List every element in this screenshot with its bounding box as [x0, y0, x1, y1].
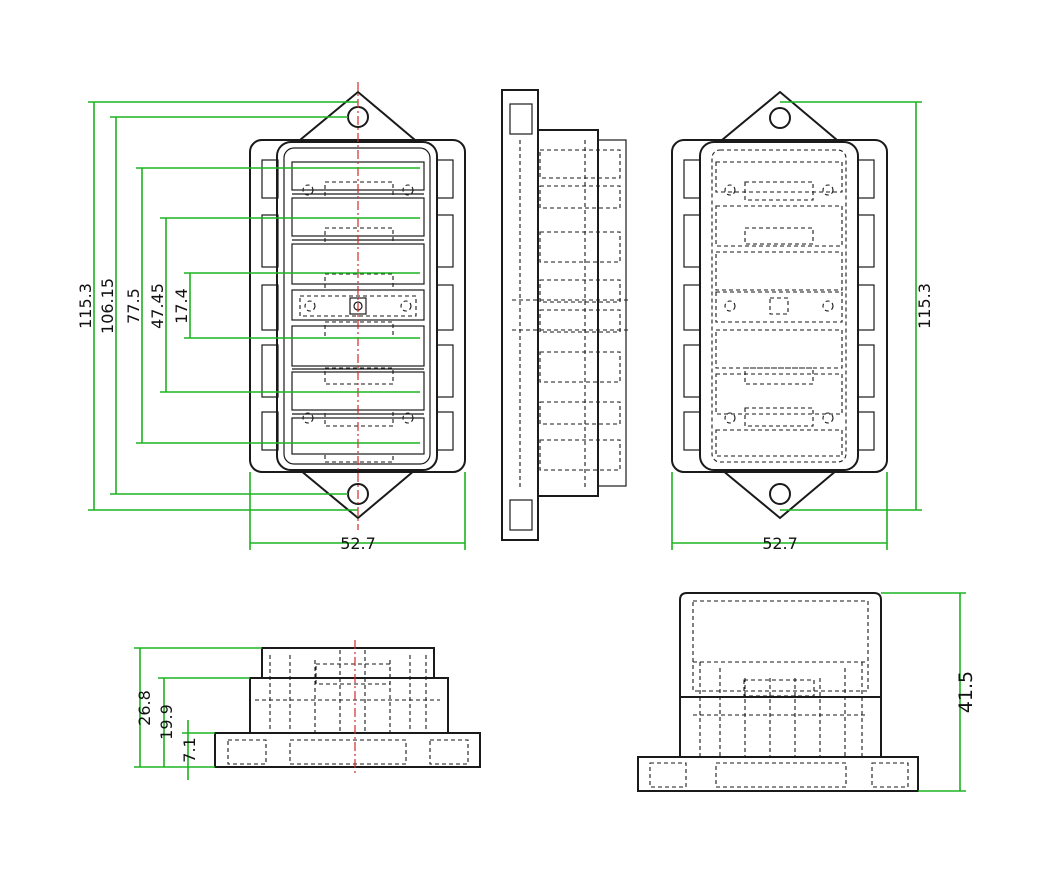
side-elevation-hidden-lines — [227, 650, 469, 765]
end-elevation-base — [637, 756, 919, 792]
front-view-fuse-contacts — [299, 181, 417, 463]
dim-label-47-45: 47.45 — [148, 283, 167, 329]
profile-view-terminals — [512, 140, 628, 490]
dim-label-17-4: 17.4 — [172, 288, 191, 324]
end-elevation-cover — [679, 592, 882, 698]
dim-label-41-5: 41.5 — [955, 671, 977, 713]
side-elevation-top — [261, 647, 435, 679]
back-view-inner-frame — [699, 141, 859, 471]
back-view-side-notches — [683, 159, 875, 451]
dim-label-26-8: 26.8 — [135, 690, 154, 726]
back-view-dimensions — [671, 101, 922, 550]
side-elevation-dimensions — [134, 647, 262, 780]
profile-view — [501, 89, 628, 541]
back-view-top-mount-hole — [769, 107, 791, 129]
dim-label-115-3-back: 115.3 — [915, 283, 934, 329]
end-elevation-body — [679, 696, 882, 758]
front-view-top-ear — [299, 90, 416, 141]
dim-label-52-7-front: 52.7 — [340, 534, 376, 553]
front-view-dimensions — [88, 101, 466, 550]
dim-label-7-1: 7.1 — [180, 737, 199, 762]
front-view: 115.3 106.15 77.5 47.45 17.4 52.7 — [76, 82, 466, 553]
profile-view-body — [537, 129, 599, 497]
back-view-hidden-slots — [711, 149, 847, 463]
front-view-side-notches — [261, 159, 454, 451]
dim-label-115-3-front: 115.3 — [76, 283, 95, 329]
end-elevation-dimensions — [881, 592, 966, 792]
end-elevation-view: 41.5 — [637, 592, 977, 792]
dim-label-52-7-back: 52.7 — [762, 534, 798, 553]
end-elevation-hidden-lines — [649, 600, 909, 788]
back-view-bottom-mount-hole — [769, 483, 791, 505]
back-view-bottom-ear — [721, 469, 838, 520]
front-view-bottom-ear — [299, 469, 416, 520]
side-elevation-base — [214, 732, 481, 768]
back-view: 115.3 52.7 — [671, 90, 934, 553]
back-view-top-ear — [721, 90, 838, 141]
side-elevation-body — [249, 677, 449, 734]
dim-label-106-15: 106.15 — [98, 278, 117, 334]
dim-label-19-9: 19.9 — [157, 704, 176, 740]
dim-label-77-5: 77.5 — [124, 288, 143, 324]
side-elevation-view: 26.8 19.9 7.1 — [134, 640, 481, 780]
back-view-outer-frame — [671, 139, 888, 473]
